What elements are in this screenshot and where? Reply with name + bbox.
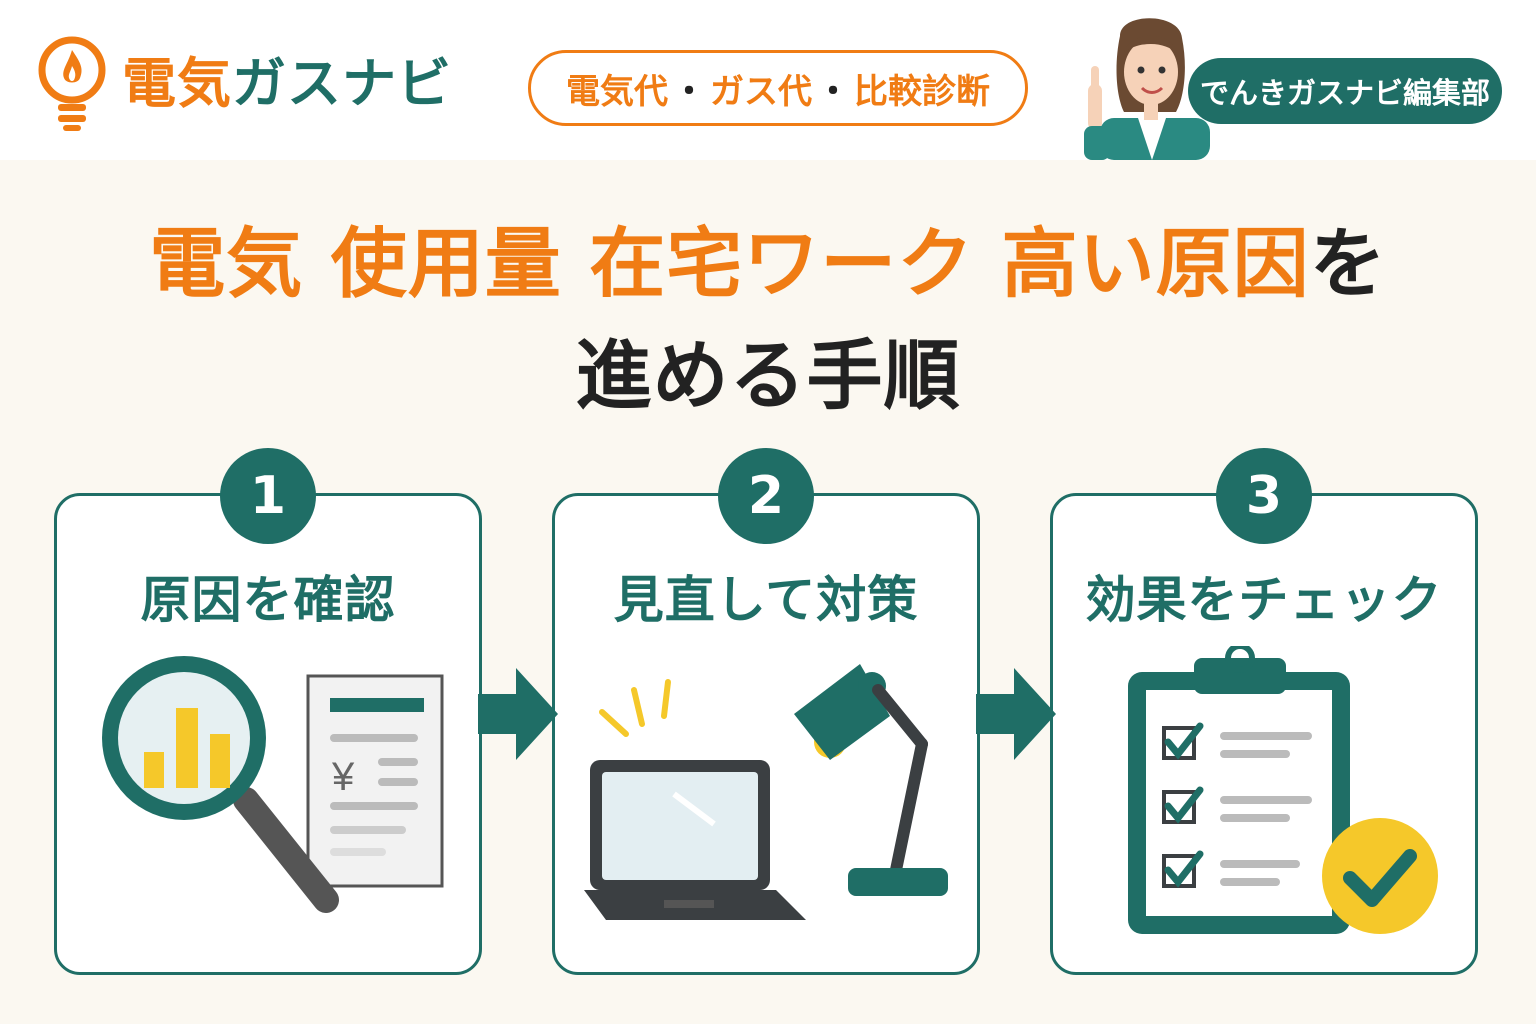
- title-line2: 進める手順: [575, 331, 961, 420]
- editor-avatar: [1084, 18, 1210, 160]
- pill-separator: ・: [816, 71, 850, 112]
- title-particle: を: [1309, 219, 1387, 308]
- pill-compare: 比較診断: [854, 71, 990, 112]
- brand-name-part2: ガスナビ: [232, 52, 452, 115]
- step-label-3: 効果をチェック: [1085, 571, 1443, 629]
- title-highlight: 電気 使用量 在宅ワーク 高い原因: [149, 219, 1310, 308]
- brand-name: 電気ガスナビ: [122, 57, 452, 111]
- magnifier-receipt-icon: ¥: [102, 656, 444, 913]
- pill-electricity: 電気代: [566, 71, 668, 112]
- editor-badge: でんきガスナビ編集部: [1188, 58, 1502, 124]
- header-bar: 電気ガスナビ 電気代・ガス代・比較診断 でんきガスナビ編集部: [0, 0, 1536, 160]
- pill-separator: ・: [672, 71, 706, 112]
- receipt-currency: ¥: [331, 755, 355, 799]
- pill-gas: ガス代: [710, 71, 812, 112]
- step-label-1: 原因を確認: [140, 571, 396, 629]
- arrow-right-icon: [478, 668, 558, 760]
- lightbulb-flame-icon: [38, 36, 106, 131]
- arrow-right-icon: [976, 668, 1056, 760]
- laptop-lamp-icon: [584, 664, 948, 920]
- step-number-2: 2: [718, 448, 814, 544]
- step-number-1: 1: [220, 448, 316, 544]
- step-number-3: 3: [1216, 448, 1312, 544]
- category-pill[interactable]: 電気代・ガス代・比較診断: [528, 50, 1028, 126]
- brand-logo[interactable]: 電気ガスナビ: [36, 34, 452, 134]
- step-label-2: 見直して対策: [613, 571, 919, 629]
- page-title: 電気 使用量 在宅ワーク 高い原因を 進める手順: [0, 208, 1536, 432]
- clipboard-checklist-icon: [1128, 646, 1438, 934]
- brand-name-part1: 電気: [122, 52, 232, 115]
